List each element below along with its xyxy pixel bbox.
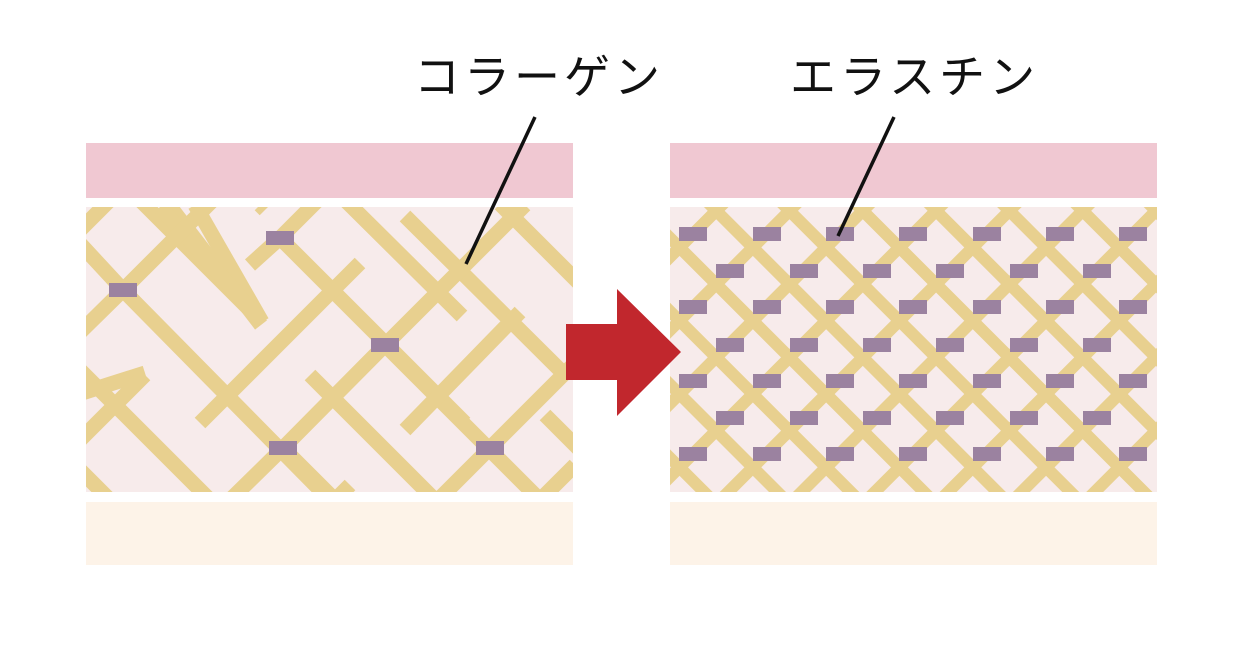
collagen-label: コラーゲン <box>414 50 664 104</box>
left-skin-panel <box>86 143 573 565</box>
subcutis-layer <box>670 502 1157 565</box>
subcutis-layer <box>86 502 573 565</box>
elastin-label: エラスチン <box>790 50 1040 104</box>
transition-arrow-icon <box>566 289 681 416</box>
elastin-pointer-line <box>836 116 896 237</box>
elastin-fiber-lattice <box>670 207 1157 492</box>
elastin-nodes-right <box>679 227 1147 461</box>
collagen-fibers-disordered <box>86 207 573 492</box>
collagen-pointer-line <box>464 116 537 265</box>
right-skin-panel <box>670 143 1157 565</box>
epidermis-layer <box>86 143 573 198</box>
elastin-nodes-left <box>109 231 504 455</box>
epidermis-layer <box>670 143 1157 198</box>
